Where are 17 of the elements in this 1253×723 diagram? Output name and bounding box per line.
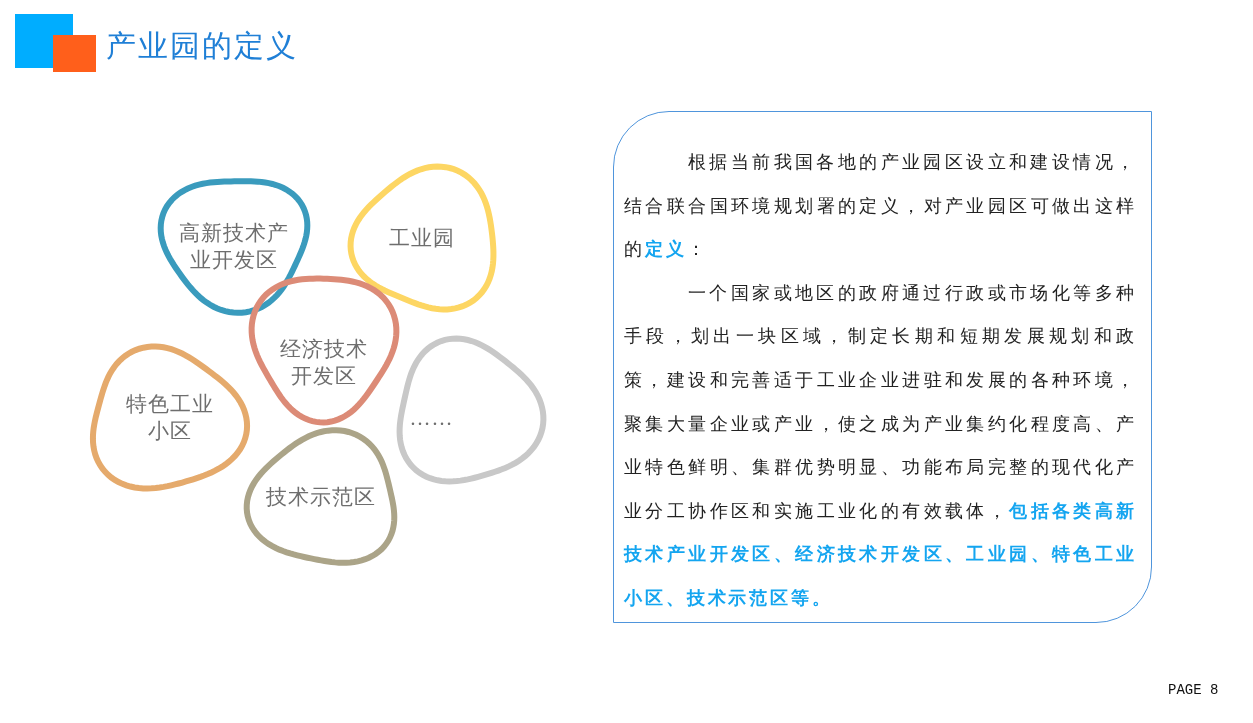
blob-shape — [156, 177, 312, 317]
blob-label: 特色工业小区 — [126, 390, 214, 445]
blob-shape — [247, 274, 401, 427]
blob-label: 经济技术开发区 — [280, 335, 368, 390]
blob-shape — [395, 334, 548, 486]
blob-label: …… — [408, 404, 455, 432]
blob-label: 高新技术产业开发区 — [179, 220, 289, 274]
text-panel — [613, 111, 1152, 623]
page-number: PAGE 8 — [1168, 681, 1219, 699]
blob-shape — [88, 342, 252, 493]
title: 产业园的定义 — [106, 28, 298, 64]
blob-label: 工业园 — [388, 224, 456, 252]
blob-shape — [346, 162, 498, 314]
blob-label: 技术示范区 — [264, 483, 377, 510]
paragraph: 根据当前我国各地的产业园区设立和建设情况，结合联合国环境规划署的定义，对产业园区可做出这样的定义： — [624, 151, 1137, 262]
paragraph: 一个国家或地区的政府通过行政或市场化等多种手段，划出一块区域，制定长期和短期发展规划和政策，建设和完善适于工业企业进驻和发展的各种环境，聚集大量企业或产业，使之成为产业集约化程度高、产业特色鲜明、集群优势明显、功能布局完整的现代化产业分工协作区和实施工业化的有效载体，包括各类高新技术产业开发区、经济技术开发区、工业园、特色工业小区、技术示范区等。 — [624, 281, 1137, 610]
blob-shape — [242, 426, 399, 567]
